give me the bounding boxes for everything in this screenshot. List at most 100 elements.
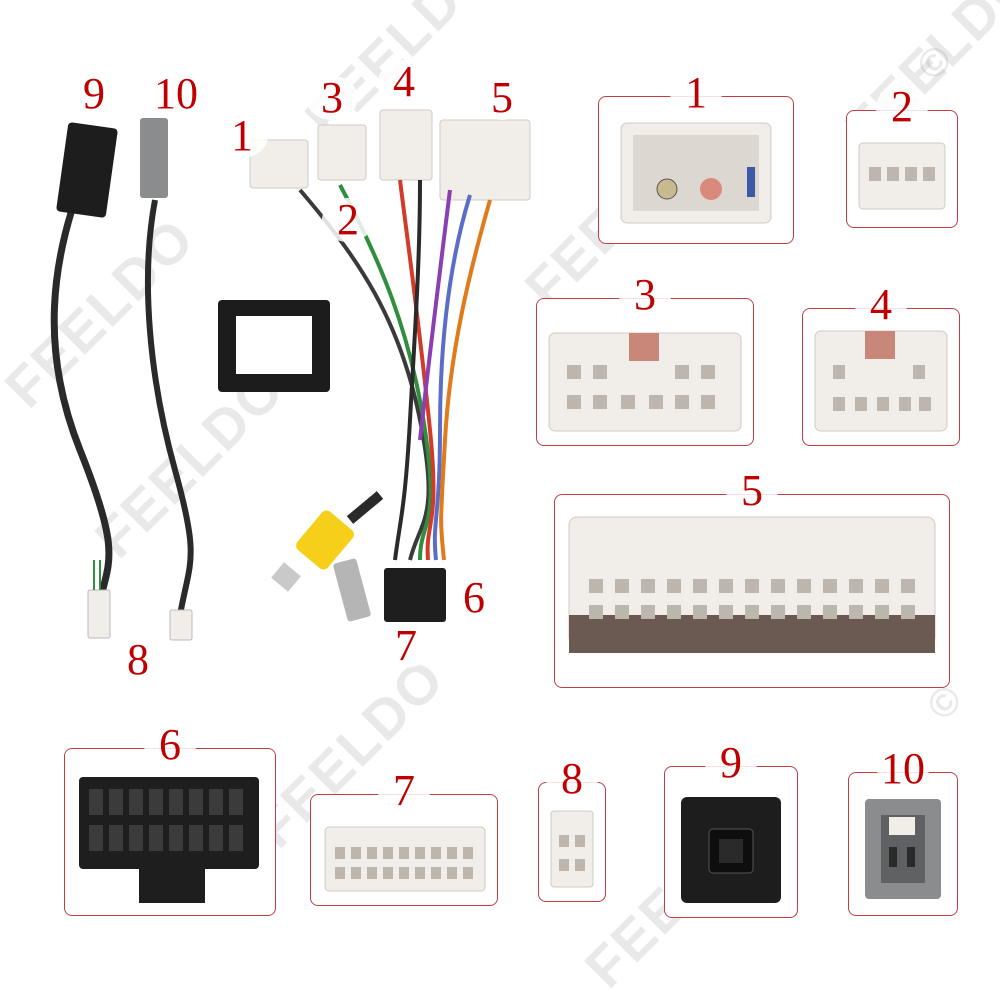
connector-pin bbox=[169, 825, 183, 851]
connector-10-illustration bbox=[865, 799, 941, 899]
connector-pin bbox=[367, 847, 377, 859]
watermark-copyright: © bbox=[908, 35, 963, 89]
connector-pin bbox=[149, 825, 163, 851]
connector-pin bbox=[589, 579, 603, 593]
connector-pin bbox=[667, 605, 681, 619]
detail-box-1: 1 bbox=[598, 71, 794, 244]
detail-box-8: 8 bbox=[538, 757, 606, 902]
connector-pin bbox=[415, 847, 425, 859]
black-frame-adapter bbox=[218, 300, 330, 392]
connector-pin bbox=[399, 847, 409, 859]
callout-box-2: 2 bbox=[876, 85, 928, 129]
detail-box-7: 7 bbox=[310, 769, 498, 906]
connector-pin bbox=[589, 605, 603, 619]
callout-7: 7 bbox=[380, 624, 432, 668]
callout-6: 6 bbox=[448, 576, 500, 620]
detail-box-6: 6 bbox=[64, 723, 276, 916]
connector-pin bbox=[719, 579, 733, 593]
detail-box-5: 5 bbox=[554, 469, 950, 688]
connector-pin bbox=[693, 605, 707, 619]
harness-illustration bbox=[50, 109, 531, 641]
connector-3-illustration bbox=[548, 332, 742, 432]
connector-pin bbox=[745, 605, 759, 619]
callout-box-9: 9 bbox=[705, 741, 757, 785]
connector-pin bbox=[615, 579, 629, 593]
connector-pin bbox=[189, 825, 203, 851]
callout-4: 4 bbox=[378, 60, 430, 104]
connector-pin bbox=[667, 579, 681, 593]
connector-8-illustration bbox=[550, 810, 594, 888]
callout-box-5: 5 bbox=[726, 469, 778, 513]
callout-1: 1 bbox=[216, 114, 268, 158]
connector-pin bbox=[351, 867, 361, 879]
harness-top-connectors bbox=[249, 109, 531, 201]
connector-pin bbox=[771, 605, 785, 619]
connector-4-illustration bbox=[814, 330, 948, 432]
connector-pin bbox=[875, 579, 889, 593]
connector-pin bbox=[463, 847, 473, 859]
connector-pin bbox=[383, 847, 393, 859]
callout-5: 5 bbox=[476, 76, 528, 120]
connector-pin bbox=[129, 789, 143, 815]
callout-box-7: 7 bbox=[378, 769, 430, 813]
connector-pin bbox=[367, 867, 377, 879]
connector-9-illustration bbox=[681, 797, 781, 903]
callout-box-10: 10 bbox=[877, 747, 929, 791]
rca-yellow-connector bbox=[271, 491, 384, 592]
callout-box-1: 1 bbox=[670, 71, 722, 115]
connector-pin bbox=[875, 605, 889, 619]
connector-7-illustration bbox=[324, 826, 486, 892]
connector-pin bbox=[849, 579, 863, 593]
detail-box-3: 3 bbox=[536, 273, 754, 446]
connector-pin bbox=[335, 867, 345, 879]
callout-10: 10 bbox=[150, 72, 202, 116]
connector-pin bbox=[431, 847, 441, 859]
connector-2-illustration bbox=[858, 142, 946, 210]
connector-pin bbox=[383, 867, 393, 879]
connector-pin bbox=[447, 847, 457, 859]
connector-6-illustration bbox=[79, 777, 259, 903]
connector-pin bbox=[823, 605, 837, 619]
connector-pin bbox=[901, 605, 915, 619]
connector-5-illustration bbox=[568, 516, 936, 653]
usb-cable-9 bbox=[50, 122, 118, 639]
callout-9: 9 bbox=[68, 72, 120, 116]
connector-pin bbox=[823, 579, 837, 593]
connector-pin bbox=[693, 579, 707, 593]
detail-box-9: 9 bbox=[664, 741, 798, 918]
connector-pin bbox=[189, 789, 203, 815]
connector-pin bbox=[641, 579, 655, 593]
connector-pin bbox=[229, 789, 243, 815]
detail-box-10: 10 bbox=[848, 747, 958, 916]
connector-pin bbox=[209, 825, 223, 851]
connector-pin bbox=[415, 867, 425, 879]
connector-pin bbox=[335, 847, 345, 859]
connector-pin bbox=[89, 789, 103, 815]
callout-box-4: 4 bbox=[855, 283, 907, 327]
connector-pin bbox=[149, 789, 163, 815]
antenna-plug bbox=[333, 558, 371, 622]
connector-pin bbox=[109, 789, 123, 815]
callout-8: 8 bbox=[112, 638, 164, 682]
callout-box-6: 6 bbox=[144, 723, 196, 767]
usb-cable-10 bbox=[140, 118, 194, 641]
callout-2: 2 bbox=[322, 198, 374, 242]
callout-box-8: 8 bbox=[546, 757, 598, 801]
connector-pin bbox=[797, 579, 811, 593]
connector-1-illustration bbox=[620, 122, 772, 224]
connector-pin bbox=[229, 825, 243, 851]
connector-pin bbox=[771, 579, 785, 593]
connector-pin bbox=[399, 867, 409, 879]
connector-pin bbox=[447, 867, 457, 879]
connector-pin bbox=[169, 789, 183, 815]
detail-box-4: 4 bbox=[802, 283, 960, 446]
connector-pin bbox=[797, 605, 811, 619]
connector-pin bbox=[431, 867, 441, 879]
callout-box-3: 3 bbox=[619, 273, 671, 317]
detail-box-2: 2 bbox=[846, 85, 958, 228]
connector-pin bbox=[463, 867, 473, 879]
connector-pin bbox=[129, 825, 143, 851]
connector-pin bbox=[901, 579, 915, 593]
connector-pin bbox=[109, 825, 123, 851]
harness-plug-6 bbox=[384, 568, 446, 622]
